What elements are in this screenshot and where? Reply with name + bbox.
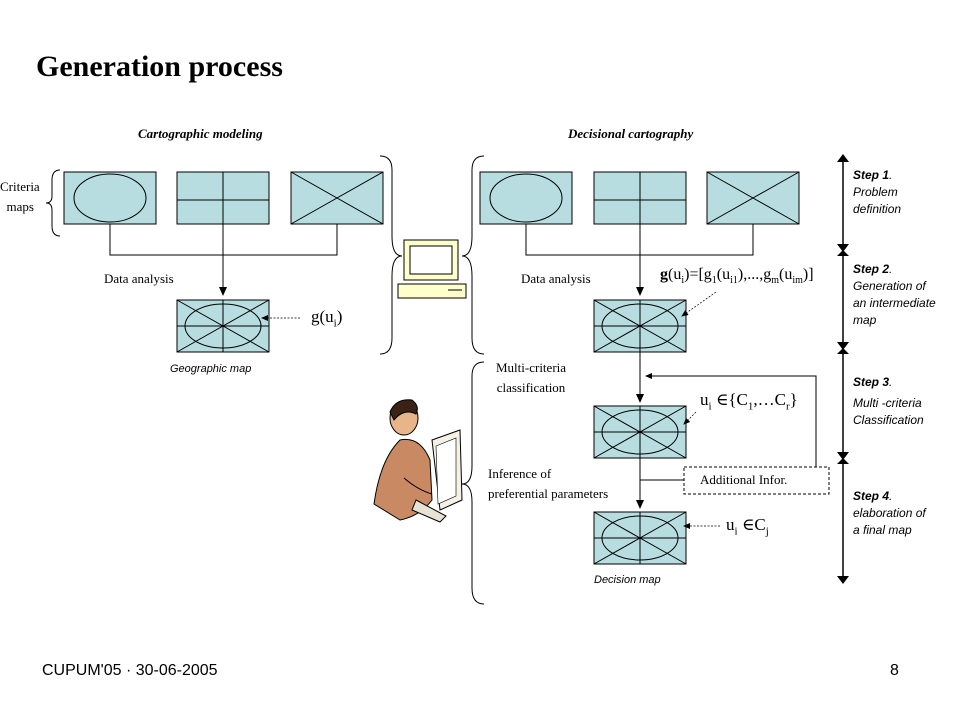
header-cartographic-modeling: Cartographic modeling: [138, 126, 263, 141]
inference-line2: preferential parameters: [488, 486, 609, 501]
decision-map-box: [593, 511, 687, 565]
ui-in-C-pointer: [683, 411, 697, 425]
brace-right-lower: [461, 361, 485, 605]
decision-map-caption: Decision map: [594, 574, 661, 586]
brace-left-large: [379, 155, 403, 355]
footer-conference: CUPUM'05 · 30-06-2005: [42, 662, 218, 679]
step-2: Step 2. Generation of an intermediate ma…: [853, 262, 936, 327]
geographic-map-caption: Geographic map: [170, 363, 252, 375]
criteria-map-cross-right: [706, 171, 800, 225]
page-title: Generation process: [36, 50, 283, 83]
criteria-label-line1: Criteria: [0, 179, 40, 194]
ui-in-Cj-label: ui ∈Cj: [726, 515, 769, 538]
intermediate-map-box: [593, 299, 687, 353]
computer-icon: [397, 239, 467, 299]
criteria-map-cross-left: [290, 171, 384, 225]
inference-line1: Inference of: [488, 466, 552, 481]
data-analysis-right: Data analysis: [521, 271, 591, 286]
brace-right-large: [461, 155, 485, 355]
inference-label: Inference of preferential parameters: [488, 464, 608, 504]
multi-criteria-line1: Multi-criteria: [496, 360, 567, 375]
g-ui-label: g(ui): [311, 307, 343, 330]
criteria-brace: [45, 169, 61, 237]
g-vector-label: g(ui)=[g1(ui1),...,gm(uim)]: [660, 266, 814, 287]
multi-criteria-line2: classification: [496, 380, 566, 395]
criteria-map-grid-right: [593, 171, 687, 225]
additional-info-label: Additional Infor.: [700, 472, 788, 487]
criteria-map-grid-left: [176, 171, 270, 225]
data-analysis-left: Data analysis: [104, 271, 174, 286]
g-vector-pointer: [681, 291, 717, 317]
step-1: Step 1. Problem definition: [853, 168, 902, 216]
person-at-computer-icon: [373, 399, 463, 523]
additional-info-box: [683, 466, 830, 495]
page-number: 8: [890, 662, 899, 679]
header-decisional-cartography: Decisional cartography: [568, 126, 694, 141]
step-4: Step 4. elaboration of a final map: [853, 489, 926, 537]
geographic-map-box: [176, 299, 270, 353]
ui-in-C-label: ui ∈{C1,…Cr}: [700, 390, 798, 413]
criteria-label-line2: maps: [6, 199, 34, 214]
step-3: Step 3. Multi -criteria Classification: [853, 375, 924, 427]
criteria-map-ellipse-left: [63, 171, 157, 225]
classified-map-box: [593, 405, 687, 459]
criteria-map-ellipse-right: [479, 171, 573, 225]
multi-criteria-label: Multi-criteria classification: [496, 358, 566, 398]
step-timeline: [837, 154, 849, 584]
criteria-maps-label: Criteria maps: [0, 177, 40, 217]
